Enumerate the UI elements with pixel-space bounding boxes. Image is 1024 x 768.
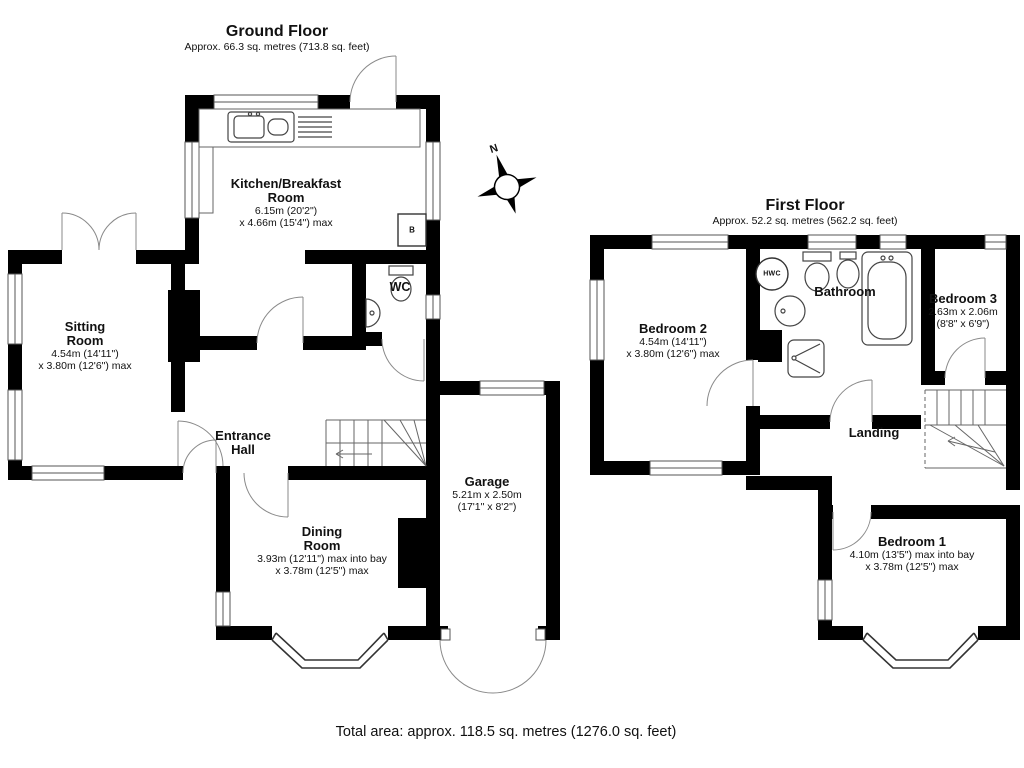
window — [879, 234, 907, 250]
staircase-first — [925, 389, 1006, 469]
room-label-garage: Garage 5.21m x 2.50m (17'1" x 8'2") — [452, 474, 522, 514]
room-label-bathroom: Bathroom — [814, 285, 875, 299]
bay-window-dining — [271, 632, 389, 669]
room-name: Garage — [464, 474, 510, 489]
shower-tray — [787, 339, 825, 378]
window — [7, 389, 23, 461]
window — [425, 141, 441, 221]
bathroom-bidet — [836, 251, 860, 289]
chimney-breast-dining — [398, 518, 426, 588]
room-dim: 5.21m x 2.50m — [452, 489, 522, 501]
room-name: Entrance Hall — [215, 428, 271, 457]
wc-basin — [365, 298, 381, 328]
room-name: Bedroom 2 — [639, 321, 707, 336]
window — [649, 460, 723, 476]
ground-floor-title: Ground Floor — [225, 23, 329, 40]
room-label-bedroom2: Bedroom 2 4.54m (14'11") x 3.80m (12'6")… — [626, 321, 720, 361]
window — [651, 234, 729, 250]
room-dim: x 3.78m (12'5") max — [275, 565, 369, 577]
window — [984, 234, 1007, 250]
total-area-footer: Total area: approx. 118.5 sq. metres (12… — [335, 724, 677, 740]
window — [215, 591, 231, 627]
room-label-bedroom1: Bedroom 1 4.10m (13'5") max into bay x 3… — [849, 534, 975, 574]
room-label-hall: Entrance Hall — [211, 429, 275, 457]
wc-toilet — [388, 265, 414, 302]
door-arc — [61, 55, 425, 518]
bathroom-toilet — [802, 251, 832, 292]
room-dim: 3.93m (12'11") max into bay — [257, 553, 387, 565]
room-label-landing: Landing — [849, 426, 900, 440]
bay-window-bedroom1 — [862, 632, 979, 669]
room-name: Kitchen/Breakfast Room — [230, 176, 342, 205]
room-name: Bathroom — [814, 284, 876, 299]
room-label-kitchen: Kitchen/Breakfast Room 6.15m (20'2") x 4… — [216, 176, 356, 230]
hwc-label: HWC — [763, 270, 781, 278]
window — [425, 294, 441, 320]
wash-basin — [774, 295, 806, 327]
window — [817, 579, 833, 621]
kitchen-sink — [227, 111, 332, 143]
room-dim: x 4.66m (15'4") max — [239, 217, 333, 229]
first-floor-title: First Floor — [765, 197, 845, 214]
window — [184, 141, 200, 219]
room-dim: x 3.78m (12'5") max — [865, 561, 959, 573]
room-name: Bedroom 3 — [929, 291, 997, 306]
window — [807, 234, 857, 250]
room-dim: (8'8" x 6'9") — [936, 318, 990, 330]
room-label-dining: Dining Room 3.93m (12'11") max into bay … — [257, 524, 387, 578]
room-dim: 2.63m x 2.06m — [928, 306, 998, 318]
room-label-bedroom3: Bedroom 3 2.63m x 2.06m (8'8" x 6'9") — [928, 291, 998, 331]
first-floor-walls — [590, 235, 1020, 640]
window — [31, 465, 105, 481]
room-dim: x 3.80m (12'6") max — [38, 360, 132, 372]
window — [479, 380, 545, 396]
room-label-sitting: Sitting Room 4.54m (14'11") x 3.80m (12'… — [38, 319, 132, 373]
room-label-wc: WC — [389, 280, 411, 294]
room-dim: (17'1" x 8'2") — [457, 501, 517, 513]
room-name: Bedroom 1 — [878, 534, 946, 549]
window — [213, 94, 319, 110]
hwc-cylinder — [755, 257, 789, 291]
room-dim: 4.10m (13'5") max into bay — [849, 549, 975, 561]
bathtub — [861, 251, 913, 346]
chimney-breast-sitting — [168, 290, 200, 362]
room-dim: x 3.80m (12'6") max — [626, 348, 720, 360]
garage-doors — [439, 628, 547, 694]
room-dim: 4.54m (14'11") — [51, 348, 119, 360]
staircase-ground — [325, 419, 427, 467]
room-name: Dining Room — [301, 524, 343, 553]
ground-floor-subtitle: Approx. 66.3 sq. metres (713.8 sq. feet) — [184, 41, 370, 53]
first-floor-subtitle: Approx. 52.2 sq. metres (562.2 sq. feet) — [712, 215, 898, 227]
boiler-box — [397, 213, 427, 247]
compass-icon — [477, 154, 537, 214]
door-arc — [706, 337, 986, 551]
window — [589, 279, 605, 361]
room-dim: 4.54m (14'11") — [639, 336, 707, 348]
room-name: Landing — [848, 425, 900, 440]
kitchen-counter — [198, 108, 421, 214]
room-dim: 6.15m (20'2") — [254, 205, 318, 217]
window — [7, 273, 23, 345]
room-name: Sitting Room — [64, 319, 106, 348]
boiler-label: B — [409, 225, 415, 235]
